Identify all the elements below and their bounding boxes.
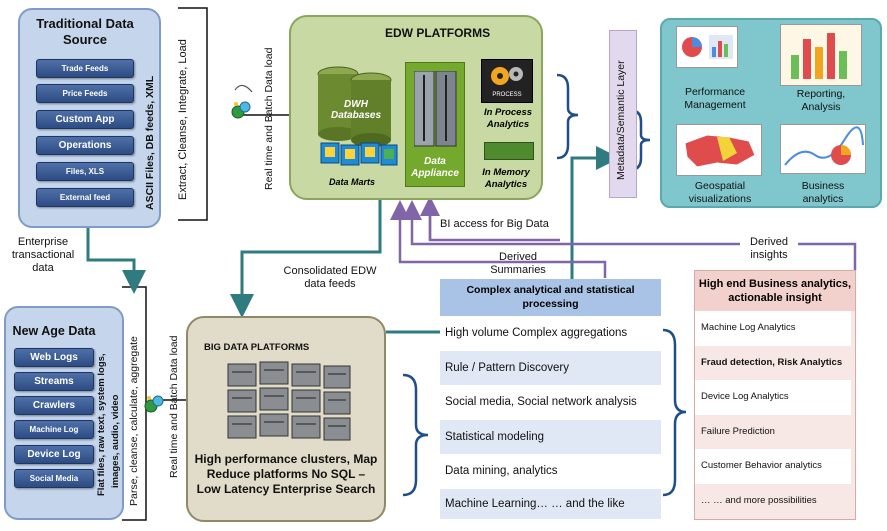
data-transfer-icon xyxy=(230,98,252,122)
insight-row: Failure Prediction xyxy=(695,414,851,449)
traditional-item-operations: Operations xyxy=(36,136,134,155)
insight-row: Device Log Analytics xyxy=(695,380,851,415)
big-data-caption: High performance clusters, Map Reduce pl… xyxy=(194,452,378,496)
consolidated-label: Consolidated EDW data feeds xyxy=(283,265,377,290)
big-data-title: BIG DATA PLATFORMS xyxy=(204,342,310,353)
outputs-panel: Performance Management Reporting, Analys… xyxy=(660,18,882,208)
data-marts-label: Data Marts xyxy=(329,177,376,187)
data-appliance-label: Data Appliance xyxy=(411,156,459,179)
traditional-item-files-xls: Files, XLS xyxy=(36,162,134,181)
insight-row: Customer Behavior analytics xyxy=(695,449,851,484)
traditional-item-trade-feeds: Trade Feeds xyxy=(36,59,134,78)
insights-header: High end Business analytics, actionable … xyxy=(695,271,855,311)
reporting-thumb xyxy=(780,24,862,86)
new-age-item-device-log: Device Log xyxy=(14,445,94,464)
complex-processing-panel: Complex analytical and statistical proce… xyxy=(440,279,661,519)
new-age-side-label-1: Flat files, raw text, system logs, xyxy=(96,353,107,496)
new-age-item-web-logs: Web Logs xyxy=(14,348,94,367)
reporting-caption: Reporting, Analysis xyxy=(796,88,846,113)
new-age-item-machine-log: Machine Log xyxy=(14,420,94,439)
process-gears-icon: PROCESS xyxy=(481,59,533,103)
complex-row: Rule / Pattern Discovery xyxy=(440,350,661,385)
complex-row: Social media, Social network analysis xyxy=(440,385,661,420)
traditional-side-label: ASCII Files, DB feeds, XML xyxy=(144,75,156,210)
memory-module-icon xyxy=(484,142,534,160)
etl-label: Extract, Cleanse, Integrate, Load xyxy=(177,39,189,200)
enterprise-label: Enterprise transactional data xyxy=(11,236,75,274)
in-memory-label: In Memory Analytics xyxy=(482,167,530,190)
performance-caption: Performance Management xyxy=(684,86,746,111)
complex-row: High volume Complex aggregations xyxy=(440,316,661,351)
batch-load-label-bottom: Real time and Batch Data load xyxy=(168,335,180,478)
data-appliance-panel: Data Appliance xyxy=(405,62,465,187)
geospatial-thumb xyxy=(676,124,762,176)
business-caption: Business analytics xyxy=(801,180,845,205)
derived-insights-label: Derived insights xyxy=(750,236,788,261)
new-age-item-crawlers: Crawlers xyxy=(14,396,94,415)
data-transfer-icon-lower xyxy=(143,392,165,416)
complex-row: Data mining, analytics xyxy=(440,454,661,489)
big-data-panel: BIG DATA PLATFORMS High performance clus… xyxy=(186,316,386,522)
batch-load-label-top: Real time and Batch Data load xyxy=(263,47,275,190)
dwh-label: DWH Databases xyxy=(330,99,382,121)
geospatial-caption: Geospatial visualizations xyxy=(688,180,752,205)
metadata-layer-bar xyxy=(609,30,637,198)
edw-title: EDW PLATFORMS xyxy=(385,26,491,40)
business-thumb xyxy=(780,124,866,174)
in-process-label: In Process Analytics xyxy=(483,107,533,130)
traditional-item-external-feed: External feed xyxy=(36,188,134,207)
edw-platforms-panel: EDW PLATFORMS DWH Databases Data Marts D… xyxy=(289,15,543,200)
new-age-item-social-media: Social Media xyxy=(14,469,94,488)
complex-header: Complex analytical and statistical proce… xyxy=(440,279,661,316)
traditional-data-source-panel: Traditional Data Source Trade Feeds Pric… xyxy=(18,8,161,228)
performance-thumb xyxy=(676,26,738,68)
process-badge: PROCESS xyxy=(492,92,522,98)
traditional-item-price-feeds: Price Feeds xyxy=(36,84,134,103)
derived-summaries-label: Derived Summaries xyxy=(490,251,546,276)
process-label: Parse, cleanse, calculate, aggregate xyxy=(128,336,140,506)
data-marts-icon xyxy=(319,139,399,169)
new-age-data-panel: New Age Data Web Logs Streams Crawlers M… xyxy=(4,306,124,520)
insight-row: Machine Log Analytics xyxy=(695,311,851,346)
insight-row: Fraud detection, Risk Analytics xyxy=(695,345,851,380)
new-age-title: New Age Data xyxy=(12,324,96,338)
insight-row: … … and more possibilities xyxy=(695,483,851,519)
bi-access-label: BI access for Big Data xyxy=(440,218,549,230)
server-cluster-icon xyxy=(224,358,354,446)
insights-panel: High end Business analytics, actionable … xyxy=(694,270,856,520)
traditional-item-custom-app: Custom App xyxy=(36,110,134,129)
new-age-side-label-2: images, audio, video xyxy=(110,394,121,488)
traditional-title: Traditional Data Source xyxy=(36,16,134,47)
complex-row: Machine Learning… … and the like xyxy=(440,488,661,519)
new-age-item-streams: Streams xyxy=(14,372,94,391)
metadata-label: Metadata/Semantic Layer xyxy=(615,60,627,180)
complex-row: Statistical modeling xyxy=(440,419,661,454)
